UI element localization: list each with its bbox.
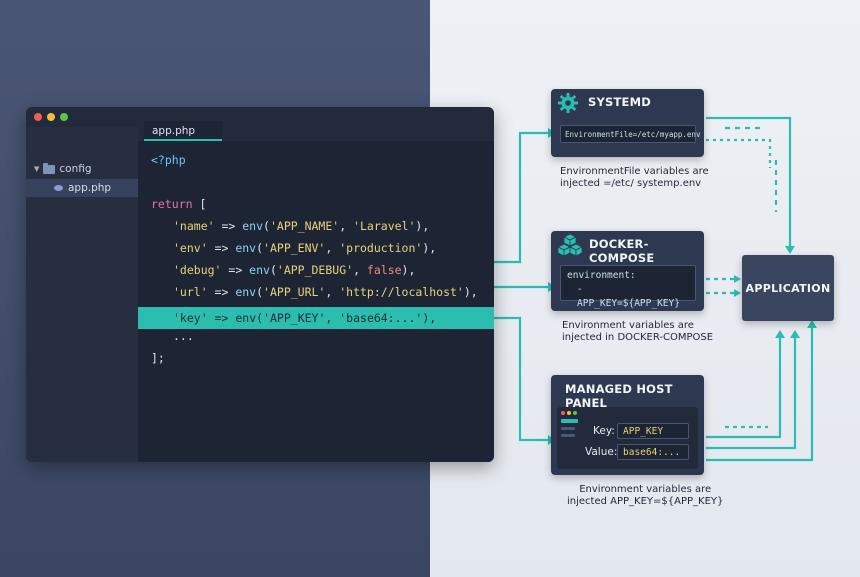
code-fn: env [242,219,264,233]
code-open-tag: <?php [151,153,186,167]
highlighted-code-line: 'key' => env('APP_KEY', 'base64:...'), [138,307,494,329]
code-arg: 'APP_DEBUG' [276,263,354,277]
systemd-title: SYSTEMD [588,95,651,109]
code-key: 'env' [173,241,208,255]
systemd-code: EnvironmentFile=/etc/myapp.env [560,125,700,143]
code-fn: env [235,285,257,299]
tree-folder-label: config [59,163,92,175]
application-box: APPLICATION [742,255,834,321]
code-fn: env [235,241,257,255]
tab-app-php[interactable]: app.php [144,121,222,141]
file-explorer-sidebar: ▼ config app.php [26,127,138,462]
systemd-panel: SYSTEMD EnvironmentFile=/etc/myapp.env [551,89,704,157]
minimize-window-button[interactable] [47,113,55,121]
code-close: ]; [151,351,165,365]
folder-icon [43,162,56,174]
managed-caption-line2: injected APP_KEY=${APP_KEY} [567,496,724,507]
systemd-caption-line1: EnvironmentFile variables are [560,166,709,177]
chevron-down-icon: ▼ [34,165,40,173]
code-return-keyword: return [151,197,193,211]
code-area[interactable]: <?php return [ 'name' => env('APP_NAME',… [138,141,494,462]
docker-caption: Environment variables are injected in DO… [562,320,713,344]
value-field[interactable]: base64:... [617,444,689,460]
value-label: Value: [585,446,618,458]
code-config-line: 'url' => env('APP_URL', 'http://localhos… [173,285,478,299]
code-return-line: return [ [151,197,206,211]
tree-file-app-php[interactable]: app.php [26,179,138,197]
close-window-button[interactable] [34,113,42,121]
managed-caption-line1: Environment variables are [579,484,712,495]
code-fn: env [249,263,270,277]
systemd-caption: EnvironmentFile variables are injected =… [560,166,709,190]
docker-caption-line2: injected in DOCKER-COMPOSE [562,332,714,343]
key-field[interactable]: APP_KEY [617,423,689,439]
code-open-bracket: [ [199,197,207,211]
code-key: 'key' [173,311,208,325]
code-fn: env [235,311,257,325]
docker-compose-panel: DOCKER-COMPOSE environment: - APP_KEY=${… [551,231,704,311]
cubes-icon [557,233,583,257]
code-key: 'url' [173,285,208,299]
managed-host-title: MANAGED HOST PANEL [565,382,673,410]
tree-file-label: app.php [68,182,112,194]
code-config-line: 'env' => env('APP_ENV', 'production'), [173,241,437,255]
docker-code-line1: environment: [567,270,636,281]
managed-caption: Environment variables are injected APP_K… [567,484,723,508]
code-default: false [366,263,402,277]
code-default: 'base64:...' [339,311,423,325]
code-key: 'debug' [173,263,222,277]
application-label: APPLICATION [745,281,831,295]
code-editor-window: ▼ config app.php app.php <?php return [ … [26,107,494,462]
docker-code-line2: - APP_KEY=${APP_KEY} [577,284,680,309]
code-key: 'name' [173,219,215,233]
code-default: 'http://localhost' [339,285,464,299]
code-arg: 'APP_ENV' [263,241,326,255]
systemd-caption-line2: injected =/etc/ systemp.env [560,178,702,189]
managed-host-panel: MANAGED HOST PANEL Key: APP_KEY Value: b… [551,375,704,475]
php-file-icon [54,185,63,191]
tree-folder-config[interactable]: ▼ config [34,162,92,175]
code-config-line: 'debug' => env('APP_DEBUG', false), [173,263,416,277]
code-default: 'Laravel' [353,219,416,233]
code-ellipsis: ... [173,329,194,343]
maximize-window-button[interactable] [60,113,68,121]
window-titlebar [26,107,494,127]
key-label: Key: [593,425,615,437]
gear-icon [558,93,578,113]
docker-compose-code: environment: - APP_KEY=${APP_KEY} [560,265,696,309]
code-arg: 'APP_KEY' [263,311,326,325]
docker-caption-line1: Environment variables are [562,320,694,331]
code-default: 'production' [339,241,423,255]
code-arg: 'APP_NAME' [269,219,340,233]
code-config-line: 'name' => env('APP_NAME', 'Laravel'), [173,219,430,233]
code-arg: 'APP_URL' [263,285,326,299]
code-line-key: 'key' => env('APP_KEY', 'base64:...'), [173,311,437,325]
docker-compose-title: DOCKER-COMPOSE [589,237,655,265]
